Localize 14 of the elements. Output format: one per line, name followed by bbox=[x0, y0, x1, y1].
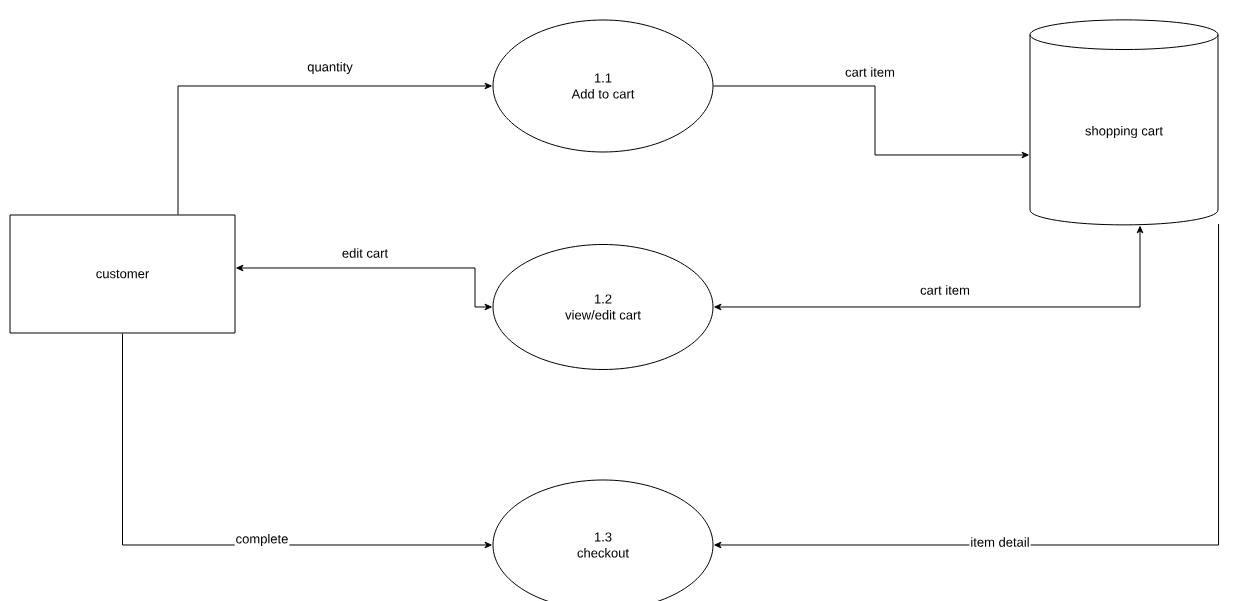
arrow bbox=[713, 85, 1029, 159]
edge-label: cart item bbox=[919, 284, 971, 296]
arrow bbox=[714, 223, 1220, 549]
edge-label: complete bbox=[234, 532, 290, 548]
edge-label: cart item bbox=[844, 66, 896, 78]
edge-label: item detail bbox=[969, 536, 1031, 548]
datastore-cylinder: shopping cart bbox=[1029, 19, 1219, 226]
edge-label: quantity bbox=[306, 60, 354, 76]
arrow bbox=[236, 264, 492, 311]
arrow bbox=[714, 226, 1144, 311]
entity-box: customer bbox=[9, 214, 236, 334]
arrow bbox=[177, 82, 492, 215]
arrow bbox=[122, 333, 492, 549]
edge-label: edit cart bbox=[340, 247, 390, 259]
